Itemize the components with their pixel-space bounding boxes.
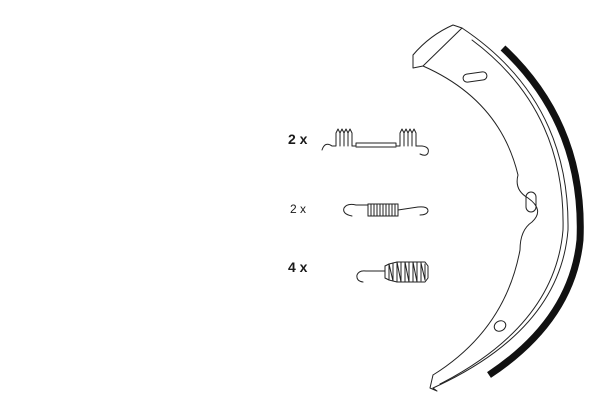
lower-hole	[493, 320, 507, 332]
middle-spring	[343, 203, 429, 217]
brake-shoe	[412, 24, 584, 392]
lower-spring-quantity: 4 x	[288, 259, 308, 275]
shoe-top-tip	[412, 24, 463, 69]
shoe-rim-line	[439, 39, 564, 385]
upper-spring-quantity: 2 x	[288, 131, 308, 147]
shoe-outer-edge	[432, 27, 569, 389]
middle-spring-quantity: 2 x	[290, 202, 307, 216]
lower-spring	[356, 261, 429, 283]
upper-slot	[462, 71, 488, 83]
upper-spring	[321, 128, 429, 156]
brake-lining	[487, 45, 584, 378]
shoe-inner-edge	[422, 65, 539, 376]
shoe-bottom-tip	[429, 374, 438, 392]
middle-slot	[525, 191, 537, 213]
